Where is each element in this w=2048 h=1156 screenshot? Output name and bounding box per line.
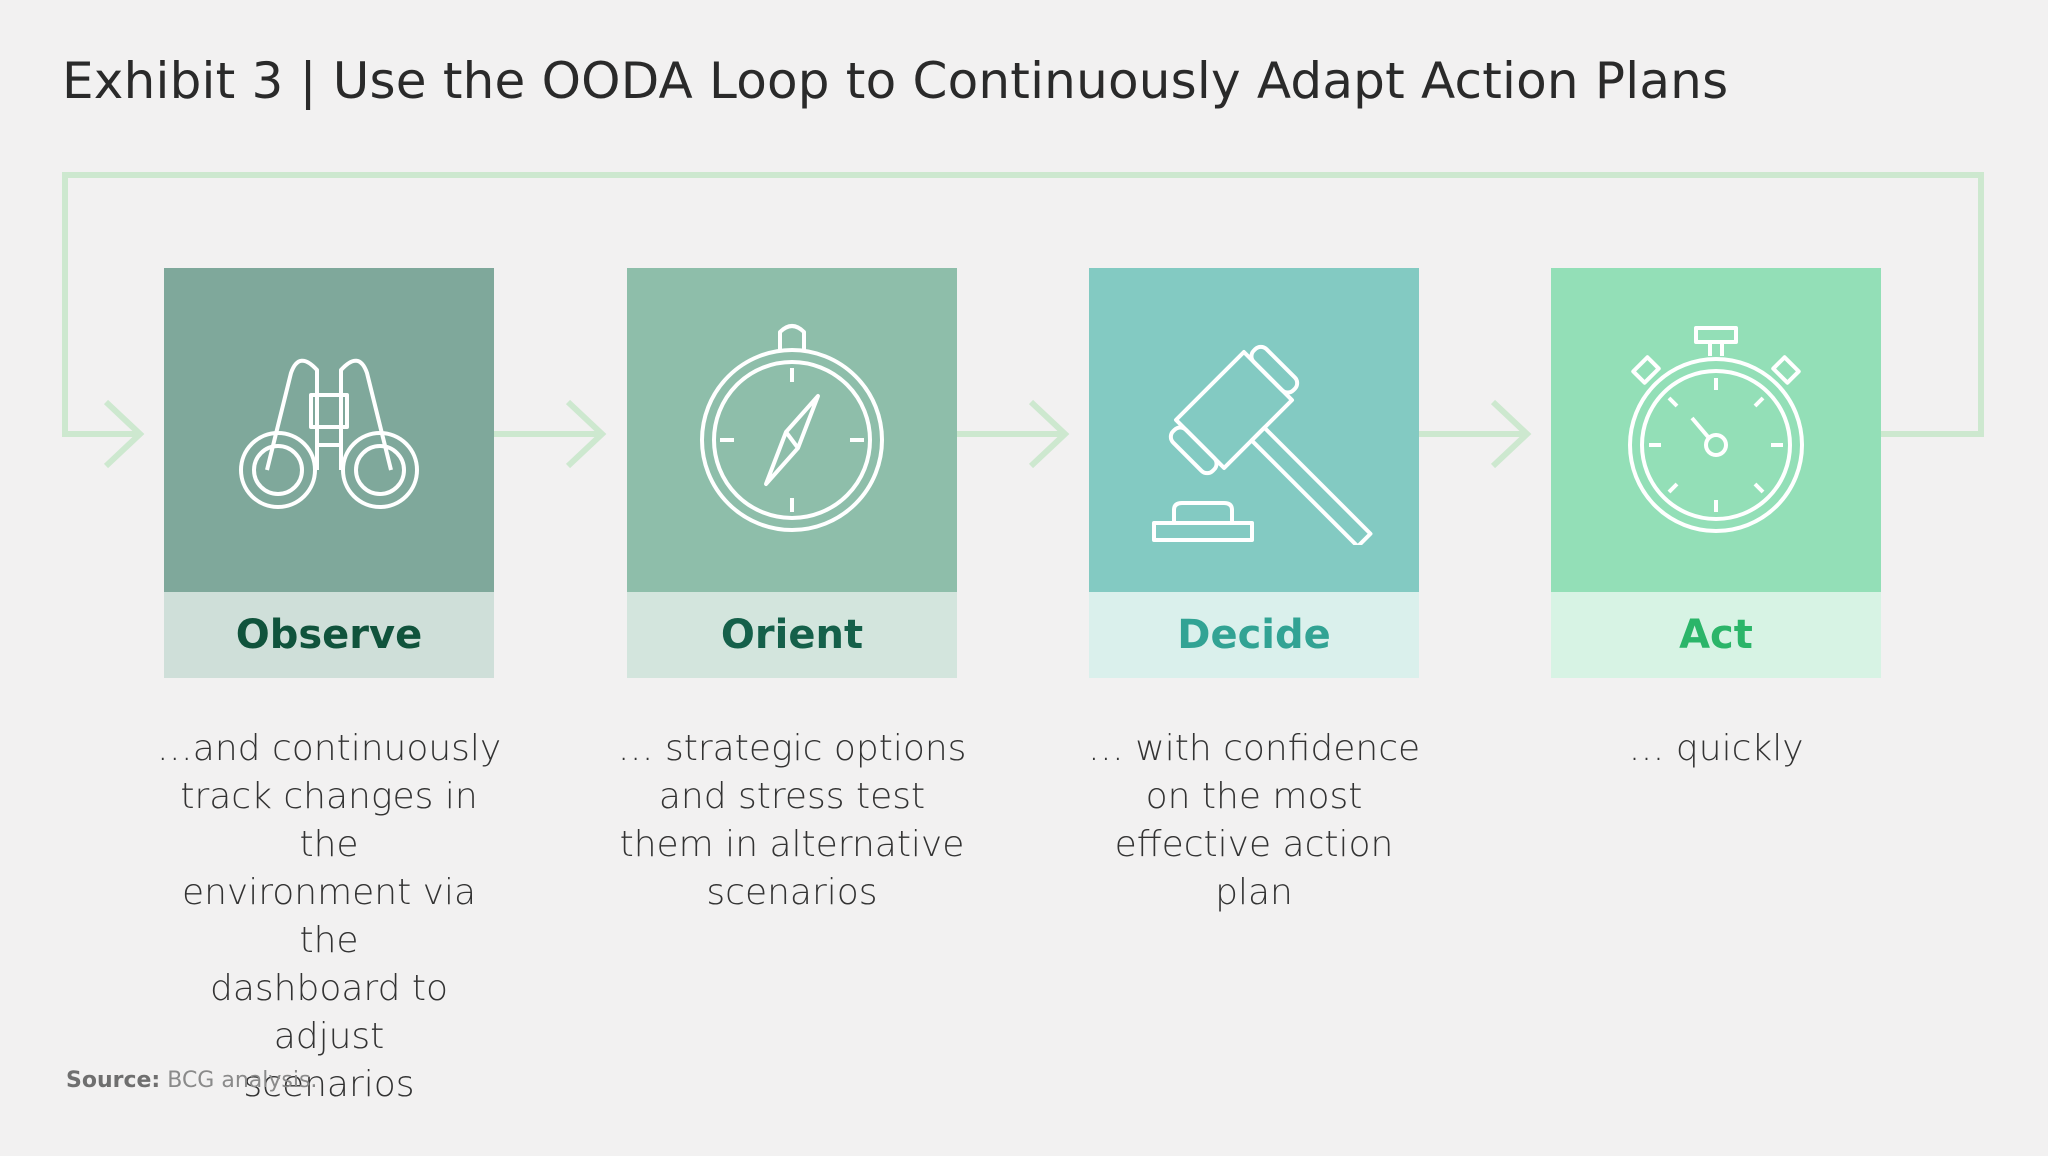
observe-card-top	[164, 268, 494, 592]
binoculars-icon	[239, 358, 419, 509]
step-card-orient: Orient	[627, 268, 957, 678]
arrow-into-decide	[1028, 399, 1070, 469]
description-line: … quickly	[1628, 728, 1804, 769]
description-line: … strategic options	[617, 728, 967, 769]
description-line: effective action	[1114, 824, 1394, 865]
arrow-into-act	[1490, 399, 1532, 469]
orient-description: … strategic options and stress test them…	[612, 725, 972, 917]
description-line: …and continuously	[156, 728, 502, 769]
description-line: … with confidence	[1087, 728, 1421, 769]
description-line: dashboard to adjust	[209, 968, 449, 1057]
orient-card-top	[627, 268, 957, 592]
gavel-icon	[1152, 344, 1373, 545]
description-line: plan	[1215, 872, 1293, 913]
description-line: track changes in the	[180, 776, 478, 865]
decide-card-top	[1089, 268, 1419, 592]
decide-description: … with confidence on the most effective …	[1074, 725, 1434, 917]
page-title: Exhibit 3 | Use the OODA Loop to Continu…	[62, 52, 1729, 110]
description-line: them in alternative	[619, 824, 965, 865]
description-line: scenarios	[243, 1064, 415, 1105]
feedback-loop-line	[62, 172, 1984, 437]
observe-label: Observe	[164, 592, 494, 678]
step-card-observe: Observe	[164, 268, 494, 678]
stopwatch-icon	[1628, 326, 1804, 533]
arrow-into-observe	[103, 399, 145, 469]
act-label: Act	[1551, 592, 1881, 678]
compass-icon	[700, 324, 884, 532]
arrow-into-orient	[565, 399, 607, 469]
source-label: Source:	[66, 1068, 161, 1093]
act-description: … quickly	[1536, 725, 1896, 773]
observe-description: …and continuously track changes in the e…	[149, 725, 509, 1109]
description-line: and stress test	[658, 776, 926, 817]
description-line: on the most	[1145, 776, 1363, 817]
orient-label: Orient	[627, 592, 957, 678]
step-card-decide: Decide	[1089, 268, 1419, 678]
act-card-top	[1551, 268, 1881, 592]
description-line: scenarios	[706, 872, 878, 913]
source-text: BCG analysis.	[167, 1068, 318, 1093]
source-note: Source: BCG analysis.	[66, 1068, 317, 1093]
decide-label: Decide	[1089, 592, 1419, 678]
description-line: environment via the	[181, 872, 477, 961]
step-card-act: Act	[1551, 268, 1881, 678]
